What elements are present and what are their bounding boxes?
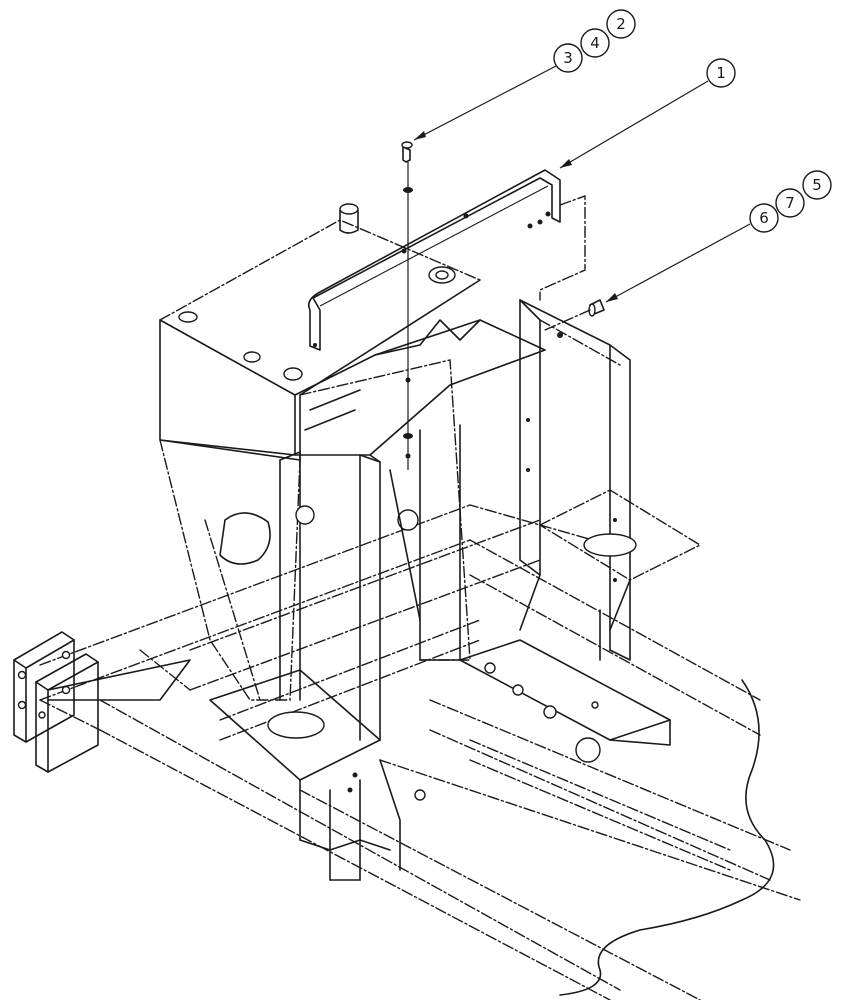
callout-5: 5 — [802, 170, 832, 200]
callout-3-label: 3 — [563, 49, 573, 67]
frame-rails — [39, 504, 801, 1000]
callout-7: 7 — [775, 188, 805, 218]
callout-1: 1 — [706, 58, 736, 88]
left-mount-plates — [13, 631, 191, 773]
tower-structure — [159, 299, 702, 881]
hardware-bolt-stack — [401, 141, 413, 470]
callout-5-label: 5 — [812, 176, 822, 194]
callouts: 3 4 2 1 6 7 5 — [413, 9, 832, 303]
callout-6-label: 6 — [759, 209, 769, 227]
tank-housing — [159, 203, 481, 461]
callout-2: 2 — [606, 9, 636, 39]
callout-3: 3 — [553, 43, 583, 73]
callout-7-label: 7 — [785, 194, 795, 212]
callout-2-label: 2 — [616, 15, 626, 33]
hardware-screw-stack — [527, 219, 605, 331]
callout-4-label: 4 — [590, 34, 600, 52]
callout-4: 4 — [580, 28, 610, 58]
callout-6: 6 — [749, 203, 779, 233]
callout-1-label: 1 — [716, 64, 726, 82]
break-line — [559, 679, 775, 996]
part-1-handle — [307, 169, 586, 351]
